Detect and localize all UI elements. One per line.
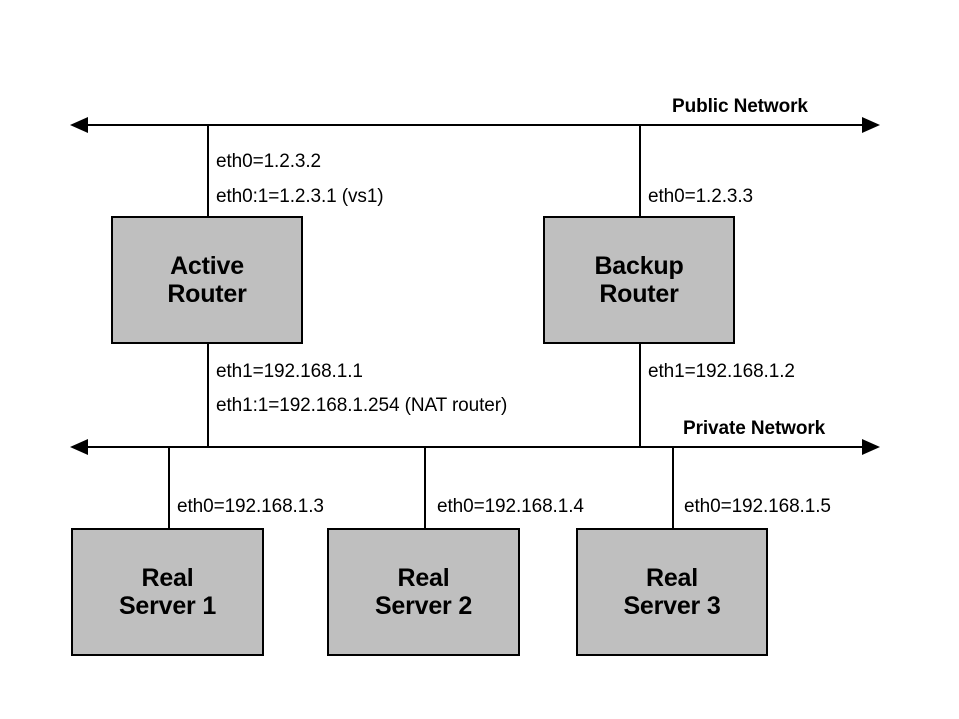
interface-label-server1-eth0: eth0=192.168.1.3 [177,496,324,517]
interface-label-server2-eth0: eth0=192.168.1.4 [437,496,584,517]
interface-label-active-eth1: eth1=192.168.1.1 [216,361,363,382]
node-real-server-2-line-1: Real [397,564,450,592]
node-real-server-1[interactable]: Real Server 1 [71,528,264,656]
interface-label-backup-eth1: eth1=192.168.1.2 [648,361,795,382]
interface-label-server3-eth0: eth0=192.168.1.5 [684,496,831,517]
node-real-server-2[interactable]: Real Server 2 [327,528,520,656]
node-backup-router-line-2: Router [599,280,679,308]
node-real-server-1-line-1: Real [141,564,194,592]
node-real-server-1-line-2: Server 1 [118,592,217,620]
private-network-bus [70,439,880,455]
interface-label-active-eth1-alias: eth1:1=192.168.1.254 (NAT router) [216,395,508,416]
node-active-router[interactable]: Active Router [111,216,303,344]
private-network-label: Private Network [683,418,826,439]
interface-label-backup-eth0: eth0=1.2.3.3 [648,186,753,207]
node-real-server-2-line-2: Server 2 [374,592,473,620]
interface-label-active-eth0: eth0=1.2.3.2 [216,151,321,172]
node-real-server-3[interactable]: Real Server 3 [576,528,768,656]
node-active-router-line-1: Active [170,252,244,280]
node-real-server-3-line-1: Real [645,564,698,592]
public-network-label: Public Network [672,96,808,117]
node-backup-router-line-1: Backup [594,252,684,280]
interface-label-active-eth0-alias: eth0:1=1.2.3.1 (vs1) [216,186,384,207]
connector-lines [168,125,674,529]
node-backup-router[interactable]: Backup Router [543,216,735,344]
node-real-server-3-line-2: Server 3 [623,592,721,620]
node-active-router-line-2: Router [167,280,247,308]
public-network-bus [70,117,880,133]
